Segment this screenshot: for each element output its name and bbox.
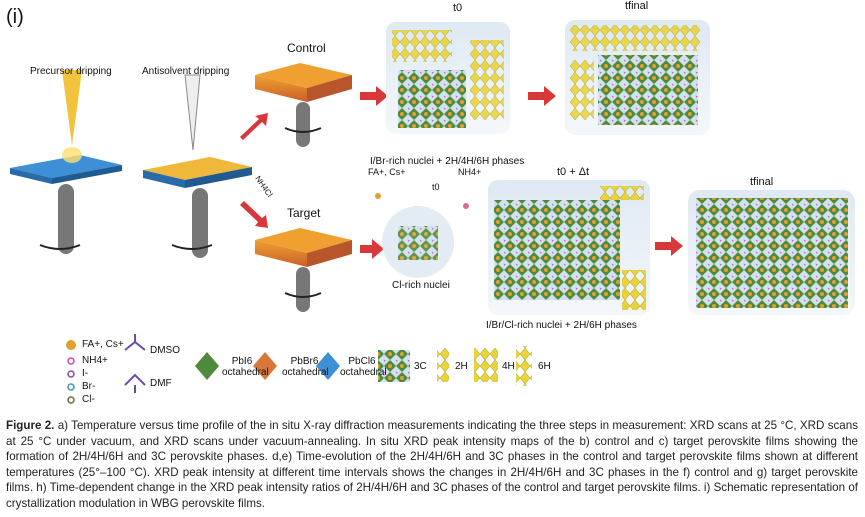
legend-i: I- xyxy=(82,368,89,379)
legend-3c: 3C xyxy=(414,361,427,372)
nh4-label: NH4+ xyxy=(458,167,482,177)
legend-pbi6: PbI6 octahedral xyxy=(222,356,269,378)
t0-label: t0 xyxy=(453,2,463,14)
legend-nh4: NH4+ xyxy=(82,355,108,366)
legend-cl: Cl- xyxy=(82,394,95,405)
antisolvent-substrate xyxy=(143,74,252,258)
panel-label: (i) xyxy=(6,6,24,28)
t0-circle-label: t0 xyxy=(432,182,440,192)
control-film xyxy=(255,63,352,147)
caption-text: a) Temperature versus time profile of th… xyxy=(6,419,858,510)
legend-pbcl6: PbCl6 octahedral xyxy=(340,356,387,378)
fa-cs-label: FA+, Cs+ xyxy=(368,167,406,177)
arrows xyxy=(240,86,683,259)
legend-4h: 4H xyxy=(502,361,515,372)
target-film xyxy=(255,228,352,312)
caption-title: Figure 2. xyxy=(6,419,55,432)
schematic-diagram xyxy=(10,20,855,404)
tfinal-label: tfinal xyxy=(625,0,649,12)
legend-dmf: DMF xyxy=(150,378,172,389)
target-label: Target xyxy=(287,206,321,220)
t0-dt-label: t0 + Δt xyxy=(557,166,590,178)
figure-caption: Figure 2. a) Temperature versus time pro… xyxy=(6,418,858,512)
legend-br: Br- xyxy=(82,381,96,392)
antisolvent-dripping-label: Antisolvent dripping xyxy=(142,66,230,77)
precursor-substrate xyxy=(10,70,122,254)
control-label: Control xyxy=(287,41,326,55)
legend-fa-cs: FA+, Cs+ xyxy=(82,339,124,350)
legend-pbbr6: PbBr6 octahedral xyxy=(282,356,329,378)
legend-2h: 2H xyxy=(455,361,468,372)
tfinal-bottom-label: tfinal xyxy=(750,176,774,188)
cl-nuclei-label: Cl-rich nuclei xyxy=(392,280,450,291)
legend-dmso: DMSO xyxy=(150,345,180,356)
target-phases-label: I/Br/Cl-rich nuclei + 2H/6H phases xyxy=(486,320,637,331)
precursor-dripping-label: Precursor dripping xyxy=(30,66,112,77)
control-phases-label: I/Br-rich nuclei + 2H/4H/6H phases xyxy=(370,156,525,167)
legend-6h: 6H xyxy=(538,361,551,372)
legend-icons xyxy=(66,334,532,404)
